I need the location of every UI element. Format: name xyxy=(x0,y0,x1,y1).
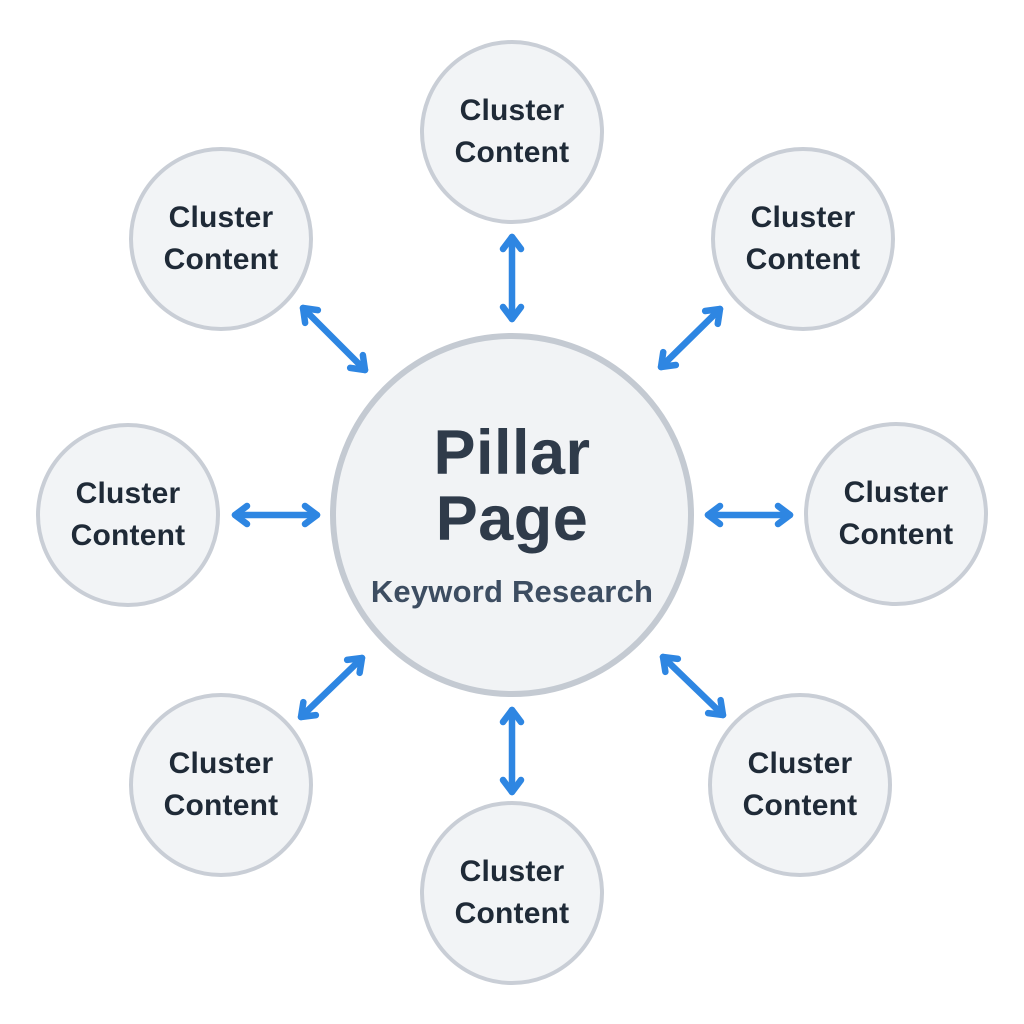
cluster-node-right: Cluster Content xyxy=(804,422,988,606)
cluster-label-line2: Content xyxy=(163,789,279,822)
cluster-node-bottom: Cluster Content xyxy=(420,801,604,985)
cluster-label-line1: Cluster xyxy=(747,747,853,780)
cluster-label-line2: Content xyxy=(838,518,954,551)
cluster-node-bottom-left: Cluster Content xyxy=(129,693,313,877)
cluster-label-line1: Cluster xyxy=(750,201,856,234)
cluster-label-line2: Content xyxy=(745,243,861,276)
arrow-top-right xyxy=(657,305,724,371)
cluster-label-line1: Cluster xyxy=(168,201,274,234)
cluster-label-line1: Cluster xyxy=(168,747,274,780)
cluster-label-line1: Cluster xyxy=(75,477,181,510)
cluster-node-top-right: Cluster Content xyxy=(711,147,895,331)
cluster-label-line1: Cluster xyxy=(843,476,949,509)
pillar-title-line2: Page xyxy=(435,484,589,554)
pillar-page-node: Pillar Page Keyword Research xyxy=(330,333,694,697)
cluster-node-bottom-right: Cluster Content xyxy=(708,693,892,877)
cluster-node-top: Cluster Content xyxy=(420,40,604,224)
cluster-node-top-left: Cluster Content xyxy=(129,147,313,331)
cluster-label-line2: Content xyxy=(163,243,279,276)
cluster-label-line1: Cluster xyxy=(459,94,565,127)
cluster-node-left: Cluster Content xyxy=(36,423,220,607)
cluster-label-line2: Content xyxy=(454,136,570,169)
cluster-label-line1: Cluster xyxy=(459,855,565,888)
pillar-title-line1: Pillar xyxy=(433,417,591,488)
cluster-label-line2: Content xyxy=(454,897,570,930)
arrow-bottom-left xyxy=(297,654,366,721)
cluster-label-line2: Content xyxy=(742,789,858,822)
arrow-bottom-right xyxy=(659,653,727,719)
pillar-subtitle: Keyword Research xyxy=(370,574,654,610)
arrow-top-left xyxy=(299,304,369,374)
cluster-label-line2: Content xyxy=(70,519,186,552)
